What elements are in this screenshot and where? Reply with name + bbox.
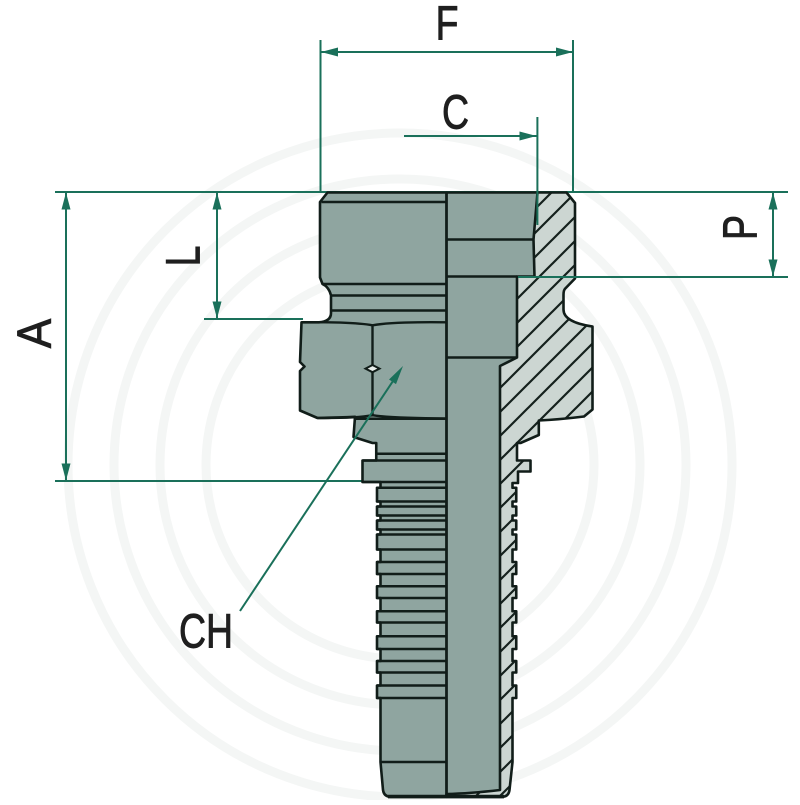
svg-text:CH: CH (179, 605, 233, 659)
svg-text:F: F (436, 0, 459, 51)
svg-text:C: C (442, 86, 469, 140)
svg-text:P: P (714, 215, 768, 240)
svg-text:A: A (7, 319, 61, 349)
svg-text:L: L (157, 246, 211, 267)
